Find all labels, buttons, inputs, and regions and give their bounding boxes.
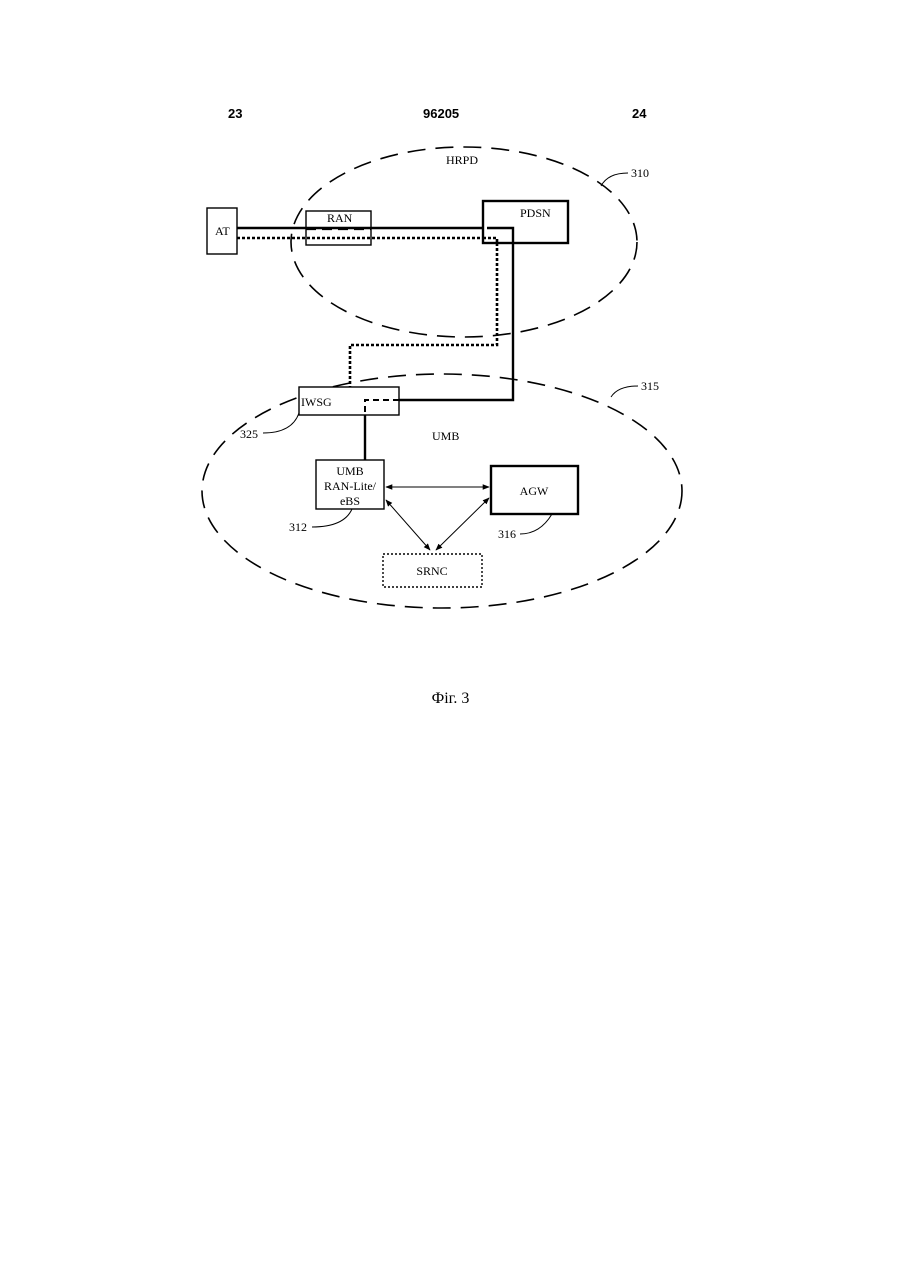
umb-ran-ref-leader [312, 509, 352, 527]
agw-srnc-arrow [436, 498, 489, 550]
ran-label: RAN [327, 211, 353, 225]
at-label: AT [215, 224, 230, 238]
umb-ref-number: 315 [641, 379, 659, 393]
hrpd-label: HRPD [446, 153, 478, 167]
pdsn-label: PDSN [520, 206, 551, 220]
umb-ran-label-line3: eBS [340, 494, 360, 508]
srnc-label: SRNC [416, 564, 447, 578]
hrpd-ref-number: 310 [631, 166, 649, 180]
iwsg-ref-number: 325 [240, 427, 258, 441]
figure-caption: Фіг. 3 [0, 690, 901, 708]
umbran-srnc-arrow [386, 500, 430, 550]
umb-label: UMB [432, 429, 459, 443]
umb-ran-ref-number: 312 [289, 520, 307, 534]
agw-ref-leader [520, 514, 552, 534]
iwsg-ref-leader [263, 413, 299, 433]
hrpd-domain-ellipse [291, 147, 637, 337]
agw-label: AGW [520, 484, 549, 498]
umb-ref-leader [611, 386, 638, 397]
hrpd-ref-leader [601, 173, 628, 186]
umb-ran-label-line2: RAN-Lite/ [324, 479, 377, 493]
dotted-tunnel-path [237, 238, 497, 387]
umb-ran-label-line1: UMB [336, 464, 363, 478]
iwsg-label: IWSG [301, 395, 332, 409]
agw-ref-number: 316 [498, 527, 516, 541]
